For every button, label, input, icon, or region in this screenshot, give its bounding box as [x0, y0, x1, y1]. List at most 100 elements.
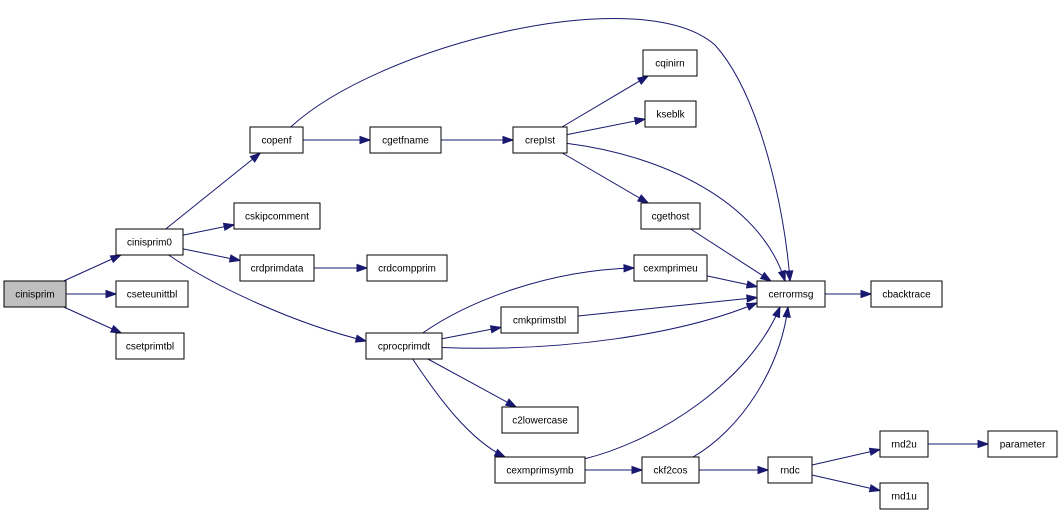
edge-cprocprimdt-to-cmkprimstbl-arrowhead	[489, 325, 503, 334]
edge-cmkprimstbl-to-cerrormsg	[577, 294, 759, 317]
node-box[interactable]	[501, 406, 579, 434]
node-label: cqinirn	[655, 59, 684, 70]
node-box[interactable]	[365, 332, 443, 360]
node-box[interactable]	[642, 49, 698, 77]
node-box[interactable]	[644, 100, 697, 128]
edge-cinisprim-to-csetprimtbl-line	[63, 306, 122, 334]
node-box[interactable]	[870, 280, 943, 308]
edge-cgethost-to-cerrormsg-line	[690, 228, 772, 282]
edge-cprocprimdt-to-cexmprimeu-line	[422, 267, 635, 334]
node-cinisprim0[interactable]: cinisprim0	[115, 228, 184, 256]
node-cerrormsg[interactable]: cerrormsg	[756, 280, 826, 308]
node-label: c2lowercase	[512, 416, 568, 427]
node-c2lowercase[interactable]: c2lowercase	[501, 406, 579, 434]
node-cgethost[interactable]: cgethost	[640, 202, 701, 230]
node-box[interactable]	[366, 254, 448, 282]
node-box[interactable]	[369, 126, 442, 154]
node-box[interactable]	[767, 456, 813, 484]
edge-copenf-to-cgetfname	[303, 135, 372, 145]
node-cmkprimstbl[interactable]: cmkprimstbl	[500, 306, 579, 334]
node-box[interactable]	[3, 280, 67, 308]
edge-rndc-to-rnd1u-line	[811, 474, 881, 492]
edge-rnd2u-to-parameter	[928, 439, 990, 449]
edge-crepIst-to-cerrormsg-line	[566, 142, 786, 282]
node-label: cgetfname	[382, 136, 429, 147]
node-label: csetprimtbl	[126, 342, 174, 353]
edge-cinisprim0-to-copenf-arrowhead	[249, 152, 262, 163]
node-cexmprimeu[interactable]: cexmprimeu	[633, 254, 708, 282]
edge-copenf-to-cerrormsg-arrowhead	[785, 270, 794, 283]
node-label: cinisprim	[15, 290, 54, 301]
node-box[interactable]	[879, 430, 929, 458]
node-cseteunittbl[interactable]: cseteunittbl	[115, 280, 189, 308]
node-rnd2u[interactable]: rnd2u	[879, 430, 929, 458]
node-label: rnd1u	[891, 492, 917, 503]
edge-cprocprimdt-to-cerrormsg-line	[441, 302, 758, 349]
node-label: cseteunittbl	[127, 290, 178, 301]
node-copenf[interactable]: copenf	[249, 126, 304, 154]
node-label: cgethost	[652, 212, 690, 223]
edge-crepIst-to-kseblk-line	[566, 118, 646, 136]
edge-cprocprimdt-to-c2lowercase-line	[427, 358, 517, 408]
node-rndc[interactable]: rndc	[767, 456, 813, 484]
node-box[interactable]	[633, 254, 708, 282]
edge-cgethost-to-cerrormsg-arrowhead	[759, 271, 773, 282]
edge-rndc-to-rnd2u-line	[811, 448, 881, 466]
edge-cinisprim0-to-cprocprimdt-line	[168, 254, 367, 342]
node-label: rnd2u	[891, 440, 917, 451]
node-cexmprimsymb[interactable]: cexmprimsymb	[494, 456, 586, 484]
node-cinisprim[interactable]: cinisprim	[3, 280, 67, 308]
node-label: cexmprimeu	[643, 264, 697, 275]
node-box[interactable]	[879, 482, 929, 510]
edge-cinisprim-to-cinisprim0-arrowhead	[109, 254, 123, 264]
edge-cerrormsg-to-cbacktrace-arrowhead	[860, 289, 873, 299]
edge-ckf2cos-to-cerrormsg-line	[692, 306, 789, 458]
node-ckf2cos[interactable]: ckf2cos	[641, 456, 700, 484]
node-cprocprimdt[interactable]: cprocprimdt	[365, 332, 443, 360]
node-box[interactable]	[512, 126, 568, 154]
node-box[interactable]	[494, 456, 586, 484]
node-csetprimtbl[interactable]: csetprimtbl	[115, 332, 185, 360]
node-kseblk[interactable]: kseblk	[644, 100, 697, 128]
node-box[interactable]	[233, 202, 321, 230]
node-box[interactable]	[115, 280, 189, 308]
node-crdcompprim[interactable]: crdcompprim	[366, 254, 448, 282]
node-box[interactable]	[640, 202, 701, 230]
node-label: copenf	[261, 136, 291, 147]
node-parameter[interactable]: parameter	[987, 430, 1058, 458]
node-box[interactable]	[239, 254, 315, 282]
edge-copenf-to-cerrormsg-line	[290, 18, 791, 282]
node-label: crdprimdata	[251, 264, 304, 275]
node-crdprimdata[interactable]: crdprimdata	[239, 254, 315, 282]
node-box[interactable]	[756, 280, 826, 308]
node-crepIst[interactable]: crepIst	[512, 126, 568, 154]
node-box[interactable]	[115, 332, 185, 360]
node-cskipcomment[interactable]: cskipcomment	[233, 202, 321, 230]
edge-cexmprimsymb-to-ckf2cos	[585, 465, 644, 475]
node-cbacktrace[interactable]: cbacktrace	[870, 280, 943, 308]
node-box[interactable]	[641, 456, 700, 484]
node-rnd1u[interactable]: rnd1u	[879, 482, 929, 510]
node-box[interactable]	[987, 430, 1058, 458]
edge-cprocprimdt-to-cexmprimsymb	[412, 358, 507, 458]
edge-crepIst-to-kseblk	[566, 117, 647, 136]
edge-cinisprim0-to-crdprimdata-arrowhead	[228, 254, 242, 263]
edge-cinisprim-to-cseteunittbl-arrowhead	[105, 289, 118, 299]
node-label: cerrormsg	[768, 290, 813, 301]
edge-crdprimdata-to-crdcompprim	[314, 263, 369, 273]
edge-rnd2u-to-parameter-arrowhead	[977, 439, 990, 449]
edge-crepIst-to-cerrormsg-arrowhead	[777, 269, 786, 283]
node-cqinirn[interactable]: cqinirn	[642, 49, 698, 77]
edge-crepIst-to-cerrormsg	[566, 142, 786, 283]
edge-cinisprim0-to-crdprimdata	[182, 248, 242, 263]
node-label: cmkprimstbl	[513, 316, 566, 327]
node-cgetfname[interactable]: cgetfname	[369, 126, 442, 154]
edge-rndc-to-rnd2u-arrowhead	[868, 447, 882, 456]
node-box[interactable]	[115, 228, 184, 256]
edge-cmkprimstbl-to-cerrormsg-arrowhead	[746, 294, 759, 303]
edge-cexmprimeu-to-cerrormsg-arrowhead	[745, 280, 759, 289]
node-box[interactable]	[249, 126, 304, 154]
node-label: crepIst	[525, 136, 555, 147]
node-box[interactable]	[500, 306, 579, 334]
